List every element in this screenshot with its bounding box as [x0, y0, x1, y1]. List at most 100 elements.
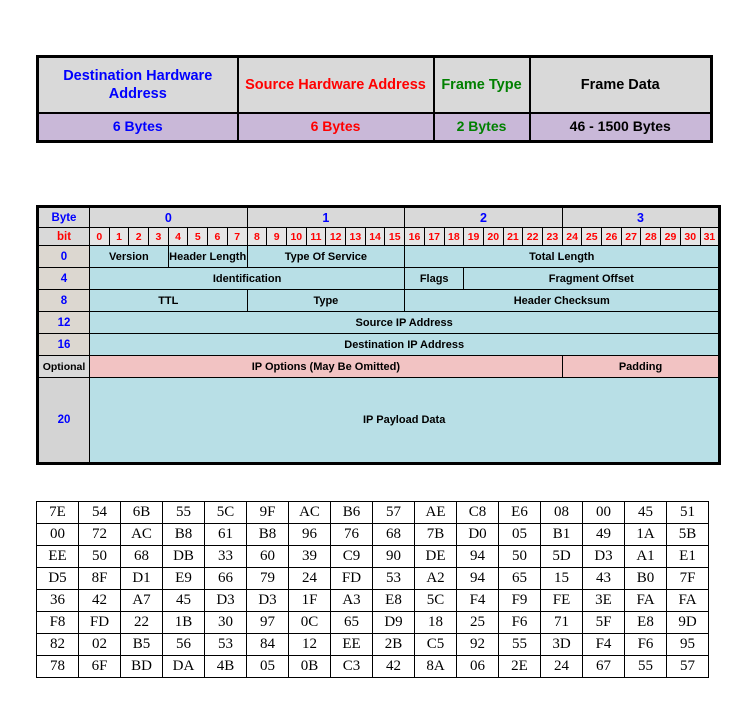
hex-cell: E6	[498, 501, 541, 524]
hex-cell: D3	[582, 545, 625, 568]
bit-number-1: 1	[108, 227, 130, 246]
bit-number-8: 8	[246, 227, 268, 246]
hex-cell: 3E	[582, 589, 625, 612]
hex-cell: 18	[414, 611, 457, 634]
hex-cell: 61	[204, 523, 247, 546]
hex-cell: 65	[330, 611, 373, 634]
hex-cell: 57	[372, 501, 415, 524]
hex-cell: 53	[372, 567, 415, 590]
hex-cell: 36	[36, 589, 79, 612]
hex-cell: F9	[498, 589, 541, 612]
hex-cell: 9F	[246, 501, 289, 524]
hex-cell: 60	[246, 545, 289, 568]
hex-cell: FA	[666, 589, 709, 612]
hex-cell: 9D	[666, 611, 709, 634]
hex-cell: 55	[498, 633, 541, 656]
hex-cell: 15	[540, 567, 583, 590]
bit-number-2: 2	[128, 227, 150, 246]
bit-number-11: 11	[305, 227, 327, 246]
hex-cell: 5C	[414, 589, 457, 612]
hex-cell: EE	[330, 633, 373, 656]
bit-ruler-label: bit	[37, 227, 90, 246]
ip-row-offset-optional: Optional	[37, 355, 90, 378]
ip-row-offset-16: 16	[37, 333, 90, 356]
hex-cell: 56	[162, 633, 205, 656]
hex-cell: 42	[372, 655, 415, 678]
byte-number-0: 0	[89, 206, 248, 228]
hex-cell: F4	[582, 633, 625, 656]
hex-cell: E8	[372, 589, 415, 612]
ip-field-destination-ip-address: Destination IP Address	[88, 333, 721, 356]
hex-cell: FA	[624, 589, 667, 612]
hex-cell: 71	[540, 611, 583, 634]
hex-cell: 96	[288, 523, 331, 546]
eth-size-frame-data: 46 - 1500 Bytes	[528, 112, 713, 143]
hex-cell: 92	[456, 633, 499, 656]
bit-number-27: 27	[620, 227, 642, 246]
bit-number-18: 18	[443, 227, 465, 246]
bit-number-10: 10	[285, 227, 307, 246]
hex-cell: C5	[414, 633, 457, 656]
hex-cell: B6	[330, 501, 373, 524]
bit-number-0: 0	[89, 227, 110, 246]
ethernet-field-sizes-row: 6 Bytes 6 Bytes 2 Bytes 46 - 1500 Bytes	[36, 112, 713, 143]
hex-cell: 1F	[288, 589, 331, 612]
hex-cell: AC	[120, 523, 163, 546]
hex-cell: B1	[540, 523, 583, 546]
ip-field-ip-payload-data: IP Payload Data	[88, 377, 721, 464]
hex-cell: 33	[204, 545, 247, 568]
hex-cell: 45	[162, 589, 205, 612]
ip-field-ip-options-may-be-omitted: IP Options (May Be Omitted)	[89, 355, 563, 378]
hex-cell: FD	[330, 567, 373, 590]
hex-cell: 53	[204, 633, 247, 656]
hex-cell: 05	[246, 655, 289, 678]
hex-cell: D3	[246, 589, 289, 612]
bit-number-3: 3	[148, 227, 169, 246]
hex-cell: 00	[36, 523, 79, 546]
byte-number-2: 2	[404, 206, 563, 228]
hex-cell: 65	[498, 567, 541, 590]
bit-number-26: 26	[601, 227, 622, 246]
hex-cell: DA	[162, 655, 205, 678]
bit-number-7: 7	[226, 227, 248, 246]
hex-cell: B8	[246, 523, 289, 546]
hex-cell: 50	[498, 545, 541, 568]
hex-cell: 24	[288, 567, 331, 590]
hex-cell: 5C	[204, 501, 247, 524]
hex-cell: 68	[120, 545, 163, 568]
ip-field-ttl: TTL	[89, 289, 248, 312]
hex-cell: 67	[582, 655, 625, 678]
hex-cell: B8	[162, 523, 205, 546]
hex-cell: 2B	[372, 633, 415, 656]
hex-cell: AE	[414, 501, 457, 524]
hex-cell: D1	[120, 567, 163, 590]
hex-cell: A3	[330, 589, 373, 612]
hex-cell: 0C	[288, 611, 331, 634]
hex-cell: F4	[456, 589, 499, 612]
hex-cell: 08	[540, 501, 583, 524]
hex-cell: BD	[120, 655, 163, 678]
ip-field-identification: Identification	[88, 267, 406, 290]
hex-cell: 90	[372, 545, 415, 568]
hex-cell: B0	[624, 567, 667, 590]
bit-number-28: 28	[640, 227, 662, 246]
eth-field-frame-type: Frame Type	[432, 55, 531, 114]
byte-ruler-label: Byte	[37, 206, 90, 228]
hex-cell: F6	[498, 611, 541, 634]
hex-cell: 5B	[666, 523, 709, 546]
hex-cell: 79	[246, 567, 289, 590]
hex-cell: 49	[582, 523, 625, 546]
ip-field-header-checksum: Header Checksum	[404, 289, 721, 312]
hex-cell: 50	[78, 545, 121, 568]
hex-cell: 6F	[78, 655, 121, 678]
hex-cell: C9	[330, 545, 373, 568]
hex-cell: 06	[456, 655, 499, 678]
